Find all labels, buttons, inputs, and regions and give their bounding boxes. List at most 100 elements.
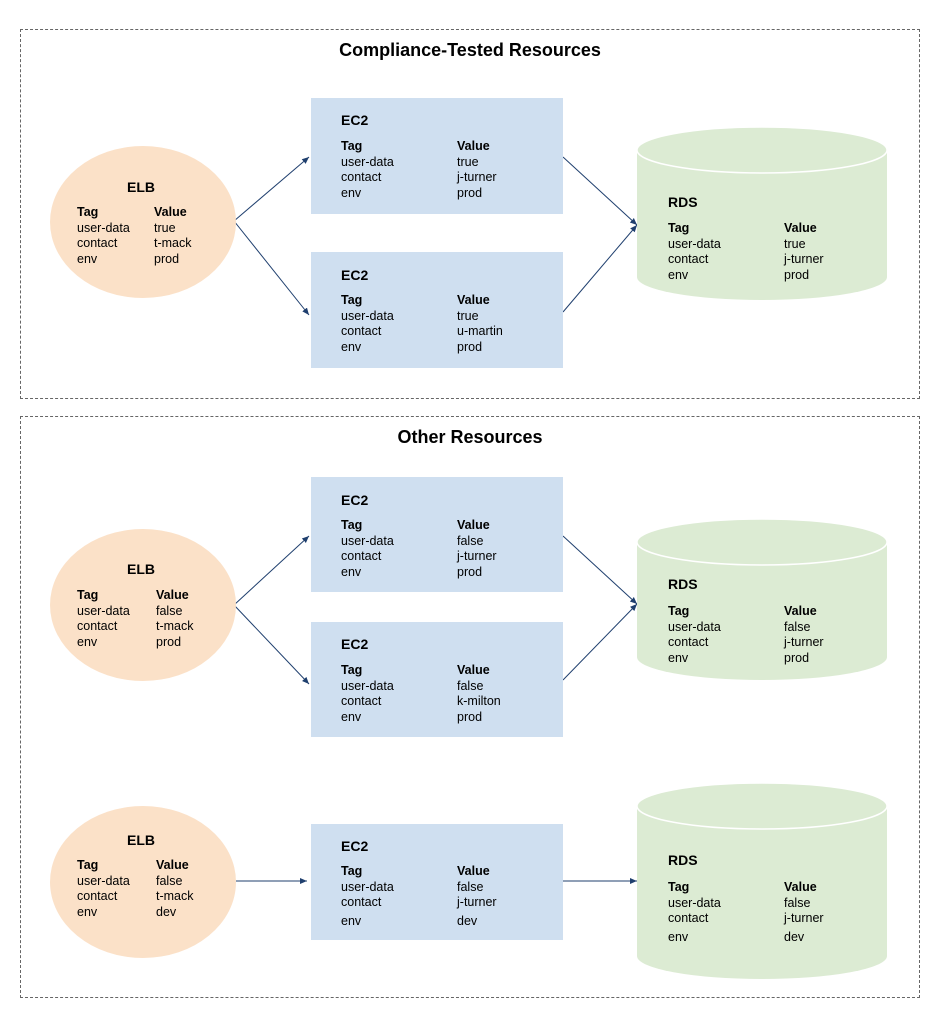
value-header: Value [457, 663, 490, 677]
tag-header: Tag [341, 139, 363, 153]
value-header: Value [457, 518, 490, 532]
tag-row: user-data false [668, 620, 824, 636]
tag-key: env [668, 650, 689, 665]
tag-value: prod [457, 709, 483, 724]
tag-key: contact [341, 549, 382, 563]
node-title: ELB [127, 179, 155, 195]
tag-row: user-data true [77, 221, 192, 237]
tag-key: user-data [77, 220, 130, 235]
tag-row: env prod [341, 186, 497, 202]
tag-key: user-data [341, 678, 394, 693]
node-title: EC2 [341, 636, 369, 652]
tag-key: user-data [668, 619, 721, 634]
tag-key: contact [77, 236, 118, 250]
tag-header: Tag [77, 205, 99, 219]
tag-row: user-data false [77, 874, 194, 890]
tag-value: false [457, 879, 484, 894]
tag-value: prod [457, 339, 483, 354]
tag-row: env dev [341, 911, 497, 930]
value-header: Value [457, 864, 490, 878]
tag-key: contact [341, 324, 382, 338]
section-title: Compliance-Tested Resources [339, 40, 601, 60]
tag-value: t-mack [156, 889, 194, 903]
tag-row: contact j-turner [668, 635, 824, 651]
tag-value: true [457, 154, 479, 169]
value-header: Value [457, 139, 490, 153]
tag-value: false [784, 619, 811, 634]
value-header: Value [784, 880, 817, 894]
tag-key: env [341, 564, 362, 579]
tag-header: Tag [77, 588, 99, 602]
tag-key: contact [77, 619, 118, 633]
tag-value: prod [156, 634, 182, 649]
node-title: EC2 [341, 838, 369, 854]
tag-key: user-data [668, 236, 721, 251]
tag-value: dev [784, 929, 805, 944]
tag-value: prod [154, 251, 180, 266]
tag-row: contact t-mack [77, 619, 194, 635]
tag-value: u-martin [457, 324, 503, 338]
node-title: RDS [668, 852, 698, 868]
tag-key: env [341, 913, 362, 928]
tag-key: env [341, 185, 362, 200]
tag-header: Tag [341, 864, 363, 878]
tag-key: contact [341, 694, 382, 708]
tag-key: contact [668, 911, 709, 925]
tag-header: Tag [668, 221, 690, 235]
tag-value: dev [457, 913, 478, 928]
tag-value: prod [457, 185, 483, 200]
tag-value: j-turner [784, 252, 824, 266]
tag-key: user-data [341, 308, 394, 323]
tag-value: j-turner [784, 635, 824, 649]
compliance-tested-section: Compliance-Tested Resources [20, 29, 920, 399]
tag-key: user-data [341, 533, 394, 548]
value-header: Value [154, 205, 187, 219]
node-title: ELB [127, 561, 155, 577]
tag-value: t-mack [156, 619, 194, 633]
tag-value: j-turner [457, 895, 497, 909]
value-header: Value [784, 221, 817, 235]
tag-value: prod [457, 564, 483, 579]
tag-key: contact [668, 635, 709, 649]
tag-header: Tag [77, 858, 99, 872]
tag-key: env [341, 339, 362, 354]
tag-key: contact [77, 889, 118, 903]
tag-value: false [156, 873, 183, 888]
tag-key: user-data [77, 873, 130, 888]
node-title: RDS [668, 194, 698, 210]
tag-value: j-turner [457, 170, 497, 184]
tag-value: true [154, 220, 176, 235]
tag-row: env prod [341, 565, 497, 581]
tag-header: Tag [341, 293, 363, 307]
